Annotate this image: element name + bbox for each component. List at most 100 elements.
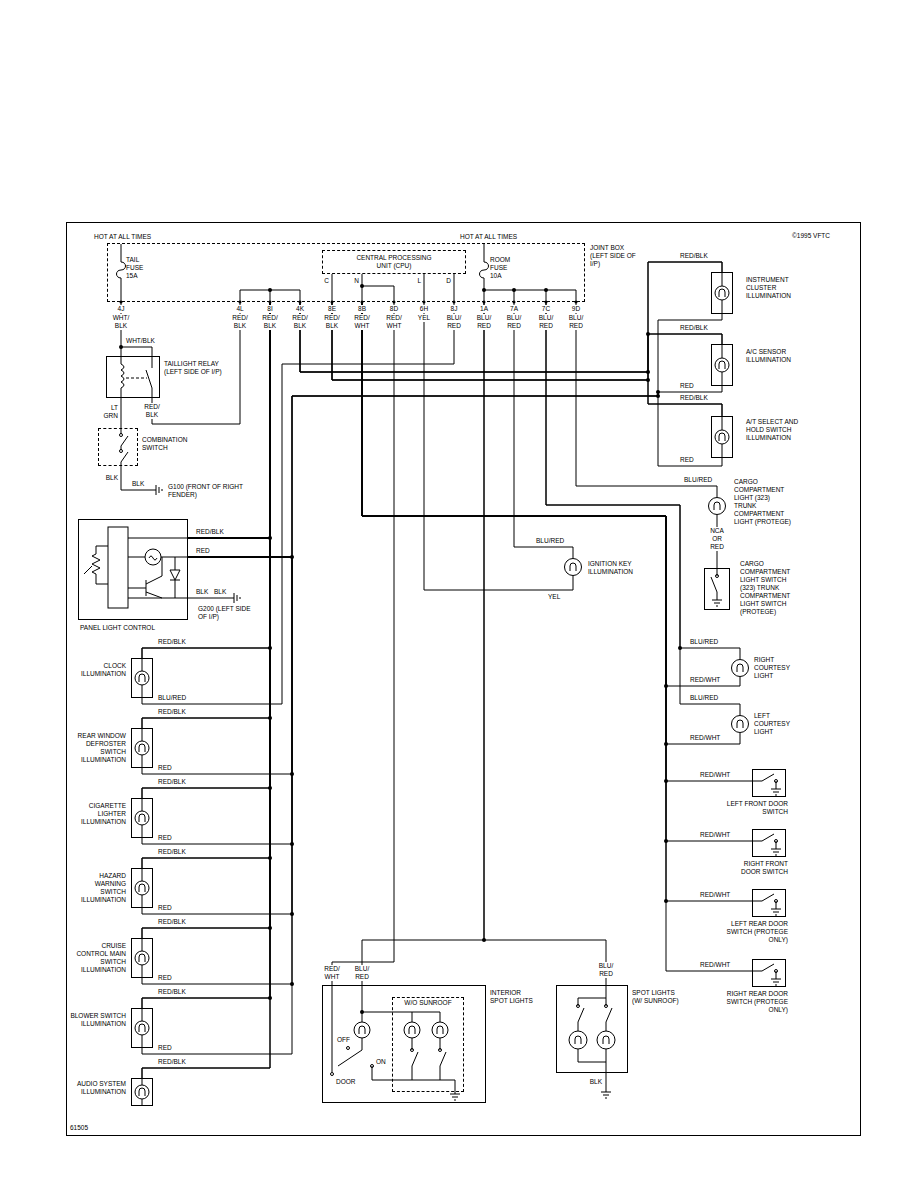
lamp-circle: RIGHT COURTESY LIGHT (731, 659, 749, 677)
wire-color: RED/BLK (158, 1058, 186, 1066)
wire-color: RED (158, 834, 172, 842)
lamp-outline (565, 559, 582, 576)
relay-symbol (121, 356, 124, 398)
wire-color: RED/BLK (680, 252, 708, 260)
switch-symbol (120, 428, 129, 466)
lamp-box: AUDIO SYSTEM ILLUMINATION (131, 1078, 153, 1106)
wire-color: BLU/ RED (594, 962, 618, 978)
wire-color: RED/BLK (158, 778, 186, 786)
component-label: AUDIO SYSTEM ILLUMINATION (68, 1080, 126, 1096)
bus-wire (121, 347, 152, 356)
spot-light-circuit (331, 985, 613, 1094)
lamp-box: REAR WINDOW DEFROSTER SWITCH ILLUMINATIO… (131, 728, 153, 768)
wire-color: RED (158, 974, 172, 982)
component-label: CARGO COMPARTMENT LIGHT SWITCH (323) TRU… (740, 560, 802, 616)
bus-wire (121, 274, 606, 1092)
bulb-symbol (139, 744, 145, 752)
wire-color: BLU/ RED (501, 314, 527, 330)
wire (300, 302, 722, 372)
panel-circuit (145, 549, 161, 565)
component-label: RIGHT COURTESY LIGHT (754, 656, 804, 680)
component-label: LEFT FRONT DOOR SWITCH (724, 800, 788, 816)
wire (142, 538, 270, 938)
wire (332, 302, 394, 985)
fuse-label: ROOM FUSE 10A (490, 256, 514, 280)
spot-light-circuit (578, 985, 612, 1073)
wire-color: RED/ BLK (257, 314, 283, 330)
wire-color: RED/BLK (158, 848, 186, 856)
bulb-symbol (142, 1078, 143, 1106)
wire-color: LT GRN (98, 404, 118, 420)
option-group: W/O SUNROOF (392, 997, 464, 1092)
bulb-symbol (135, 671, 149, 685)
switch-box: COMBINATION SWITCH (98, 428, 138, 466)
panel-circuit (128, 557, 188, 558)
ground-symbol (234, 593, 240, 603)
wire (546, 302, 740, 659)
wire (362, 302, 752, 781)
wire (188, 314, 722, 557)
connector-pin: 6H (413, 305, 435, 313)
component-label: CENTRAL PROCESSING UNIT (CPU) (348, 254, 440, 270)
component-label: SPOT LIGHTS (W/ SUNROOF) (632, 989, 684, 1005)
fuse-symbol (117, 244, 489, 302)
cpu-pin-letter: L (417, 277, 421, 285)
wiring-art (67, 223, 861, 1136)
switch-box: RIGHT FRONT DOOR SWITCH (752, 829, 786, 857)
bulb-symbol (142, 658, 143, 698)
component-label: A/T SELECT AND HOLD SWITCH ILLUMINATION (746, 418, 810, 442)
wire-color: RED/ BLK (140, 403, 164, 419)
component-label: INSTRUMENT CLUSTER ILLUMINATION (746, 276, 810, 300)
panel-circuit (170, 557, 180, 598)
bulb-symbol (575, 1036, 581, 1044)
panel-circuit (128, 598, 188, 599)
switch-position: DOOR (336, 1078, 356, 1086)
switch-box: RIGHT REAR DOOR SWITCH (PROTEGE ONLY) (752, 959, 786, 987)
lamp-circle: IGNITION KEY ILLUMINATION (564, 558, 582, 576)
component-label: HAZARD WARNING SWITCH ILLUMINATION (68, 872, 126, 904)
connector-pin: 8I (259, 305, 281, 313)
connector-pin: 8J (443, 305, 465, 313)
wire (121, 398, 122, 428)
lamp-filament (737, 720, 743, 728)
lamp-outline (564, 558, 582, 576)
wire-color: BLU/RED (158, 694, 186, 702)
switch-position: ON (376, 1058, 386, 1066)
spot-light-circuit (332, 985, 333, 1072)
bulb-symbol (142, 798, 143, 838)
connector-pin: 1A (473, 305, 495, 313)
wire (142, 538, 270, 798)
wire (142, 302, 270, 868)
connector-pin: 8B (351, 305, 373, 313)
connector-pin: 7A (503, 305, 525, 313)
lamp-outline (731, 715, 749, 733)
wire (424, 302, 573, 590)
component-label: INTERIOR SPOT LIGHTS (490, 989, 534, 1005)
ground-symbol (156, 485, 162, 495)
lamp-filament (714, 502, 720, 510)
junction-dot (360, 1010, 364, 1014)
spot-light-circuit (605, 1005, 608, 1008)
wire-color: RED/WHT (700, 961, 730, 969)
bulb-symbol (142, 938, 143, 978)
wire-color: BLK (214, 588, 226, 596)
bulb-symbol (139, 884, 145, 892)
component-label: COMBINATION SWITCH (142, 436, 192, 452)
cpu-pin-letter: N (354, 277, 359, 285)
door-switch-symbol (752, 894, 781, 915)
door-switch-symbol (752, 774, 781, 795)
junction-dot (482, 288, 486, 292)
wire-color: WHT/BLK (126, 337, 155, 345)
wire-color: RED/WHT (690, 734, 720, 742)
page-frame (67, 223, 861, 1136)
fuse-label: TAIL FUSE 15A (126, 256, 150, 280)
lamp-filament (737, 664, 743, 672)
wire-color: RED/ BLK (287, 314, 313, 330)
wire-color: RED (680, 456, 694, 464)
wire-color: RED/ BLK (319, 314, 345, 330)
wire-color: RED/WHT (690, 676, 720, 684)
panel-circuit (128, 557, 162, 598)
wire (362, 302, 740, 686)
pin-mark (120, 301, 578, 304)
bulb-symbol (715, 358, 729, 372)
